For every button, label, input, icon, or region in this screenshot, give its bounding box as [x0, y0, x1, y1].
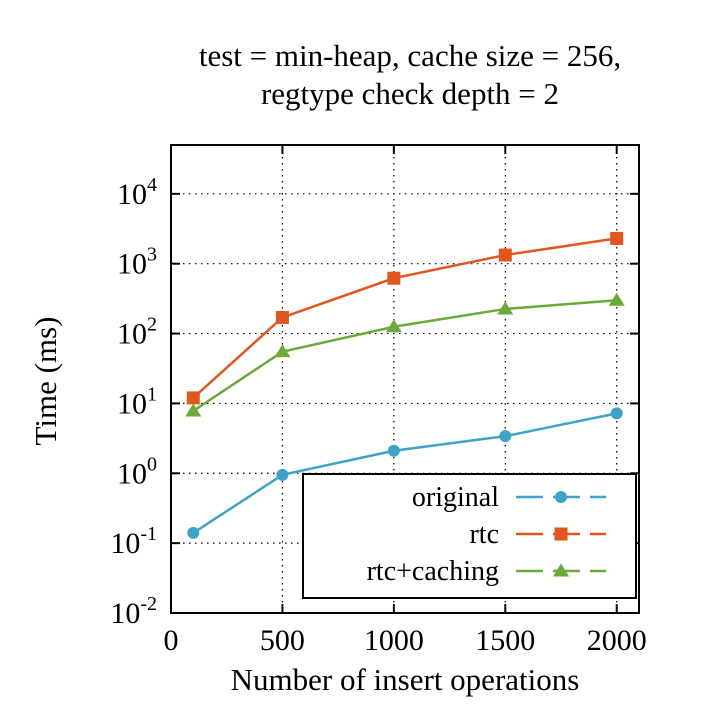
y-tick-label: 103 [117, 244, 157, 281]
y-tick-label: 10-1 [110, 523, 157, 560]
x-tick-label: 2000 [587, 624, 647, 657]
axis-ticks: 10-2 10-1 100 101 102 103 104 0 500 1000 1500 2000 [110, 145, 647, 657]
data-point [185, 403, 202, 417]
data-point [187, 526, 200, 539]
data-point [274, 344, 291, 358]
data-point [276, 468, 289, 481]
x-tick-label: 1500 [475, 624, 535, 657]
data-point [186, 391, 200, 405]
data-point [275, 310, 289, 324]
legend-box [302, 473, 637, 599]
chart-title-line-1: test = min-heap, cache size = 256, [199, 38, 621, 73]
chart-title-line-2: regtype check depth = 2 [261, 76, 559, 111]
y-tick-label: 10-2 [110, 593, 157, 630]
legend-label: rtc [469, 519, 499, 550]
series-line [192, 298, 617, 412]
chart-title: test = min-heap, cache size = 256, regty… [199, 38, 621, 111]
y-tick-label: 102 [117, 314, 157, 351]
y-tick-label: 100 [117, 453, 157, 490]
legend-marker [554, 527, 568, 541]
y-axis-label: Time (ms) [28, 317, 63, 446]
data-point [498, 248, 512, 262]
legend-label: original [412, 482, 499, 513]
legend-marker [555, 491, 567, 503]
series-triangle [185, 292, 625, 417]
data-point [385, 319, 402, 333]
data-point [499, 430, 512, 443]
data-point [610, 407, 623, 420]
legend-label: rtc+caching [367, 556, 499, 587]
x-tick-label: 1000 [364, 624, 424, 657]
series-group [185, 231, 625, 539]
legend: original rtc rtc+caching [302, 473, 637, 599]
data-point [387, 271, 401, 285]
x-tick-label: 0 [164, 624, 179, 657]
data-point [497, 301, 514, 315]
y-tick-label: 101 [117, 383, 157, 420]
x-tick-label: 500 [260, 624, 305, 657]
data-point [608, 292, 625, 306]
legend-items: original rtc rtc+caching [367, 482, 606, 587]
x-axis-label: Number of insert operations [231, 662, 580, 697]
data-point [610, 231, 624, 245]
y-tick-label: 104 [117, 174, 157, 211]
legend-marker [553, 563, 569, 577]
series-line [192, 237, 617, 399]
plot-frame [170, 144, 640, 614]
series-square [186, 231, 624, 405]
data-point [387, 444, 400, 457]
series-circle [187, 407, 623, 539]
